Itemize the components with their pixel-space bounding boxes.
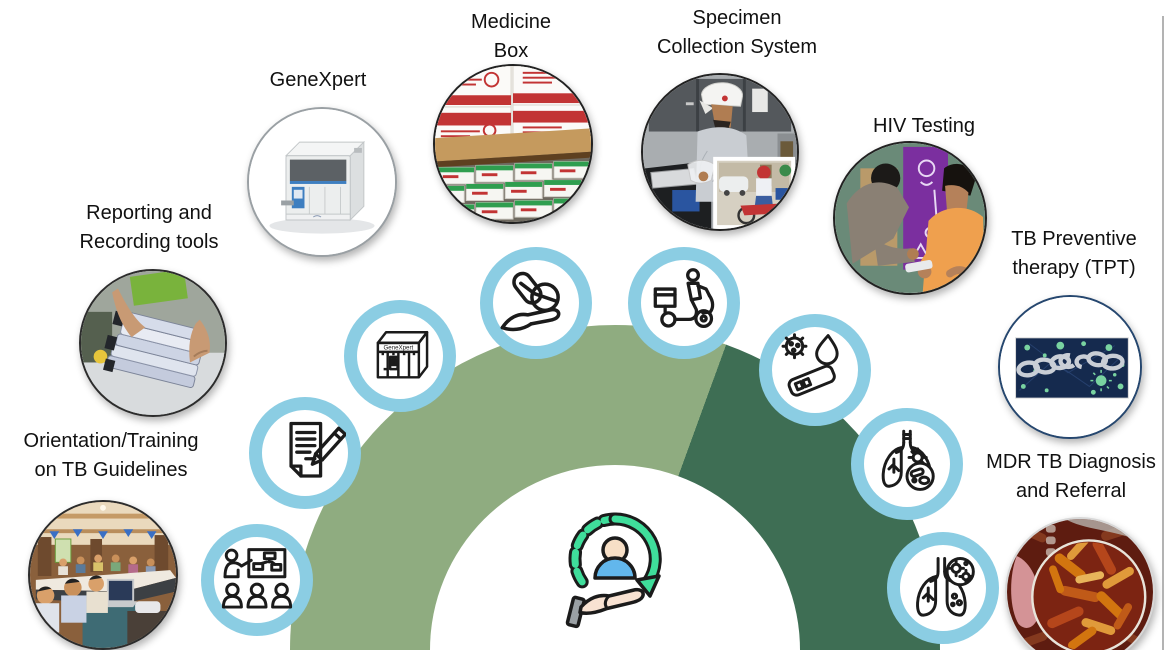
ring-specimen: [628, 247, 740, 359]
ring-reporting: [249, 397, 361, 509]
page-edge-line: [1162, 16, 1164, 650]
label-hiv-testing: HIV Testing: [873, 115, 975, 137]
genexpert-machine-photo: [247, 107, 397, 257]
tb-bacteria-closeup-photo: [1005, 517, 1155, 650]
label-orientation-training: Orientation/Training on TB Guidelines: [23, 430, 199, 481]
delivery-scooter-icon: [653, 268, 715, 329]
person-in-hand-icon: [545, 503, 685, 643]
label-tb-preventive-therapy: TB Preventive therapy (TPT): [1011, 228, 1137, 279]
ring-tpt: [851, 408, 963, 520]
medicine-boxes-on-shelf-photo: [433, 64, 593, 224]
label-genexpert: GeneXpert: [269, 69, 367, 91]
pills-in-hand-icon: [500, 271, 561, 332]
ring-genexpert: GeneXpert: [344, 300, 456, 412]
classroom-training-icon: [221, 548, 293, 609]
lungs-virus-icon: [916, 557, 975, 617]
ring-medicine: [480, 247, 592, 359]
finger-prick-testing-photo: [833, 141, 987, 295]
label-specimen-collection: Specimen Collection System: [656, 7, 818, 58]
label-medicine-box: Medicine Box: [470, 11, 552, 62]
genexpert-icon-text: GeneXpert: [384, 344, 414, 351]
lungs-bacteria-magnifier-icon: [881, 429, 935, 491]
label-reporting-recording: Reporting and Recording tools: [79, 202, 219, 253]
ring-training: [201, 524, 313, 636]
ring-mdr: [887, 532, 999, 644]
conference-room-meeting-photo: [28, 500, 178, 650]
broken-chain-bacteria-photo: [998, 295, 1142, 439]
specimen-courier-photo: [641, 73, 799, 231]
label-mdr-tb: MDR TB Diagnosis and Referral: [986, 451, 1156, 502]
rapid-test-blood-drop-icon: [781, 333, 839, 397]
document-pencil-icon: [289, 421, 346, 478]
genexpert-machine-icon: GeneXpert: [376, 330, 429, 379]
hands-with-stacked-files-photo: [79, 269, 227, 417]
ring-hiv: [759, 314, 871, 426]
